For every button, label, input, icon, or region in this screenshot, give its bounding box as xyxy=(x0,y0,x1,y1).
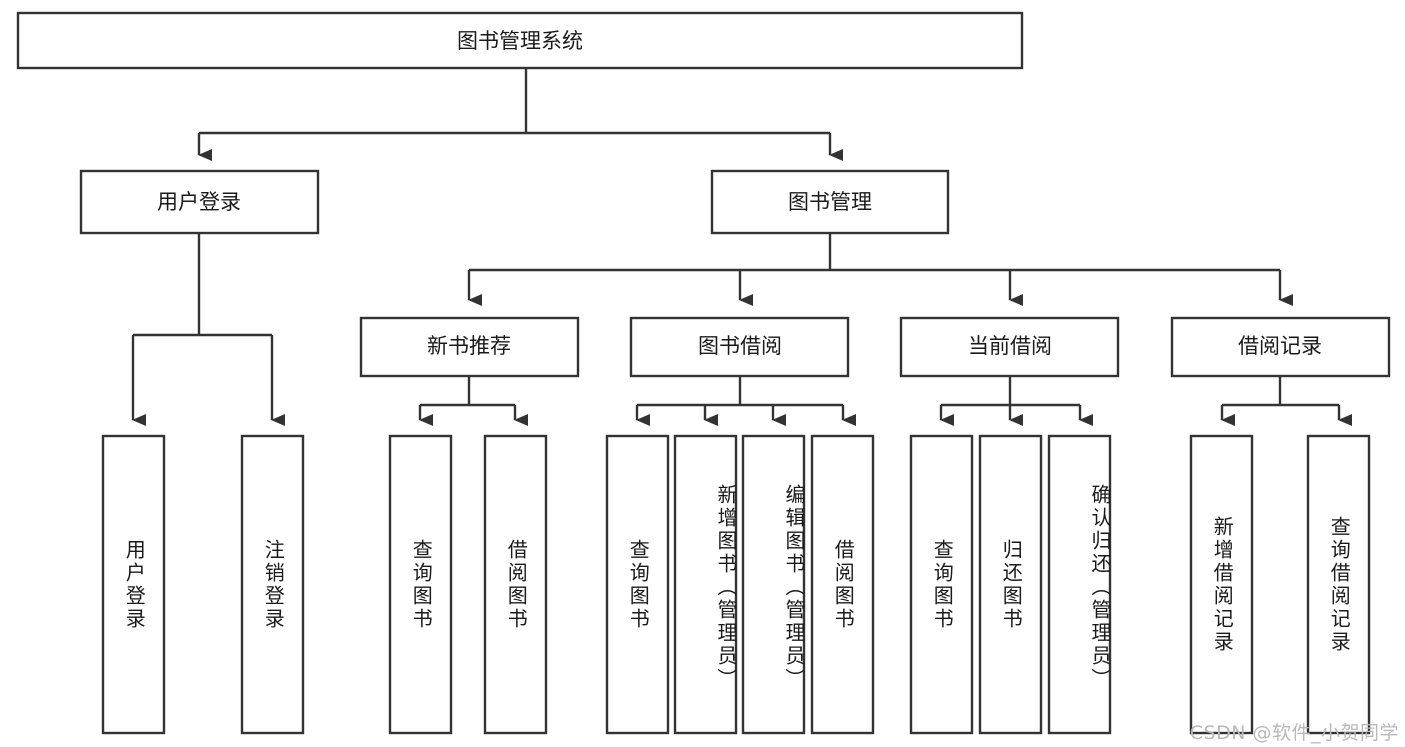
leaf-query-book-1-box[interactable] xyxy=(388,434,453,735)
root-box xyxy=(16,11,1024,70)
user-login-label: 用户登录 xyxy=(157,190,241,214)
leaf-logout-login-box[interactable] xyxy=(240,434,305,735)
leaf-user-login-box[interactable] xyxy=(101,434,166,735)
connector-book-manage-to-level3 xyxy=(467,233,1293,306)
leaf-edit-book-box[interactable] xyxy=(741,434,806,735)
leaf-query-record-label: 查询借阅记录 xyxy=(1327,515,1352,654)
leaf-query-book-1-label: 查询图书 xyxy=(409,538,434,631)
leaf-confirm-return-label: 确认归还（管理员） xyxy=(1088,484,1110,691)
leaf-borrow-book-1-label: 借阅图书 xyxy=(504,538,529,631)
connector-current-borrow-to-leaves xyxy=(939,376,1093,426)
leaf-logout-login-label: 注销登录 xyxy=(261,538,286,631)
node-root[interactable]: 图书管理系统 xyxy=(16,11,1024,70)
connector-borrow-record-to-leaves xyxy=(1220,376,1352,426)
leaf-add-book-label: 新增图书（管理员） xyxy=(714,484,736,691)
leaf-return-book-box[interactable] xyxy=(978,434,1043,735)
book-borrow-box xyxy=(629,316,850,378)
leaf-query-book-3-label: 查询图书 xyxy=(930,538,955,631)
leaf-add-book-box[interactable] xyxy=(673,434,738,735)
leaf-query-book-2-label: 查询图书 xyxy=(626,538,651,631)
user-login-box xyxy=(79,169,320,235)
current-borrow-label: 当前借阅 xyxy=(968,334,1052,358)
leaf-borrow-book-2-label: 借阅图书 xyxy=(831,538,856,631)
leaf-return-book-label: 归还图书 xyxy=(999,538,1024,631)
leaf-edit-book-label: 编辑图书（管理员） xyxy=(782,484,804,691)
connector-new-book-recommend-to-leaves xyxy=(418,376,528,426)
node-book-borrow[interactable]: 图书借阅 xyxy=(629,316,850,378)
watermark-text: CSDN @软件_小贺同学 xyxy=(1189,722,1399,744)
leaf-add-record-label: 新增借阅记录 xyxy=(1210,515,1235,654)
node-user-login[interactable]: 用户登录 xyxy=(79,169,320,235)
node-book-manage[interactable]: 图书管理 xyxy=(710,169,950,235)
leaf-add-record-box[interactable] xyxy=(1189,434,1254,735)
leaf-user-login-label: 用户登录 xyxy=(122,538,147,631)
current-borrow-box xyxy=(899,316,1120,378)
book-borrow-label: 图书借阅 xyxy=(698,334,782,358)
leaf-query-book-2-box[interactable] xyxy=(605,434,670,735)
node-new-book-recommend[interactable]: 新书推荐 xyxy=(359,316,580,378)
leaf-confirm-return-box[interactable] xyxy=(1047,434,1112,735)
connector-user-login-to-leaves xyxy=(131,233,285,426)
node-borrow-record[interactable]: 借阅记录 xyxy=(1170,316,1391,378)
connector-root-to-level2 xyxy=(197,68,843,161)
borrow-record-label: 借阅记录 xyxy=(1238,334,1322,358)
borrow-record-box xyxy=(1170,316,1391,378)
connector-book-borrow-to-leaves xyxy=(635,376,856,426)
leaf-borrow-book-1-box[interactable] xyxy=(483,434,548,735)
node-current-borrow[interactable]: 当前借阅 xyxy=(899,316,1120,378)
new-book-recommend-label: 新书推荐 xyxy=(427,334,511,358)
new-book-recommend-box xyxy=(359,316,580,378)
book-manage-label: 图书管理 xyxy=(788,190,872,214)
leaf-boxes xyxy=(101,434,1371,735)
leaf-query-book-3-box[interactable] xyxy=(909,434,974,735)
leaf-borrow-book-2-box[interactable] xyxy=(810,434,875,735)
leaf-query-record-box[interactable] xyxy=(1306,434,1371,735)
root-label: 图书管理系统 xyxy=(457,29,583,53)
